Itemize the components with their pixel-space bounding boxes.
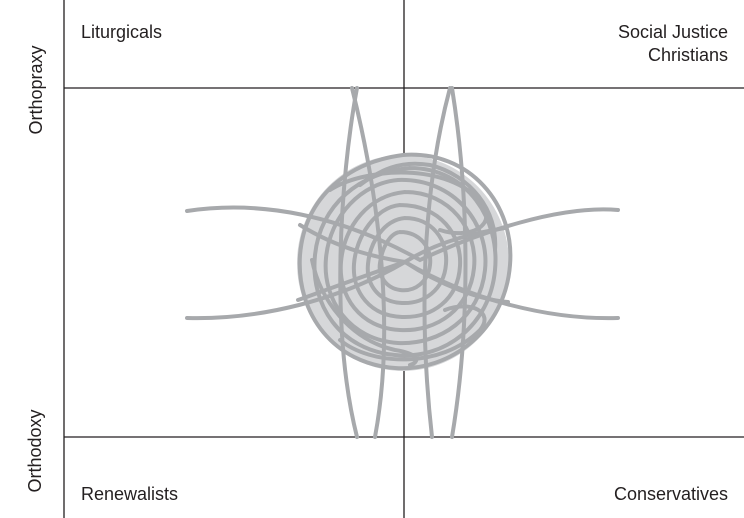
- label-social-justice-christians: Social Justice Christians: [618, 21, 728, 67]
- axis-label-orthopraxy: Orthopraxy: [24, 35, 48, 145]
- label-conservatives: Conservatives: [614, 483, 728, 506]
- label-social-justice-line1: Social Justice: [618, 21, 728, 44]
- label-renewalists: Renewalists: [81, 483, 178, 506]
- label-social-justice-line2: Christians: [618, 44, 728, 67]
- scribble-lines: [187, 88, 618, 437]
- axis-label-orthodoxy: Orthodoxy: [23, 401, 47, 501]
- label-liturgicals: Liturgicals: [81, 21, 162, 44]
